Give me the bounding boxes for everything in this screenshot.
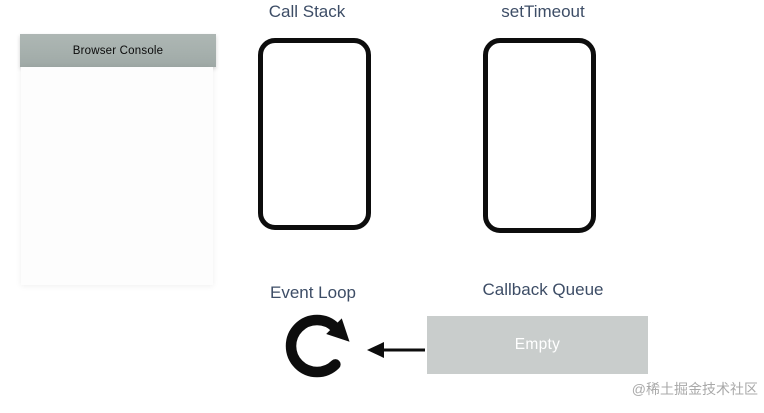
browser-console-titlebar: Browser Console (20, 34, 216, 67)
juejin-watermark: @稀土掘金技术社区 (631, 381, 758, 397)
callback-queue-label: Callback Queue (482, 280, 604, 299)
browser-console-output-area (21, 67, 213, 285)
call-stack-container (258, 38, 371, 230)
left-arrow-icon (367, 342, 425, 358)
settimeout-container (483, 38, 596, 233)
clockwise-loop-arrow-icon (285, 314, 350, 378)
callback-queue-status: Empty (514, 336, 561, 353)
callback-queue-container: Empty (427, 316, 648, 374)
browser-console-title: Browser Console (72, 44, 164, 57)
event-loop-label: Event Loop (269, 283, 356, 302)
settimeout-label: setTimeout (501, 2, 585, 21)
call-stack-label: Call Stack (268, 2, 346, 21)
